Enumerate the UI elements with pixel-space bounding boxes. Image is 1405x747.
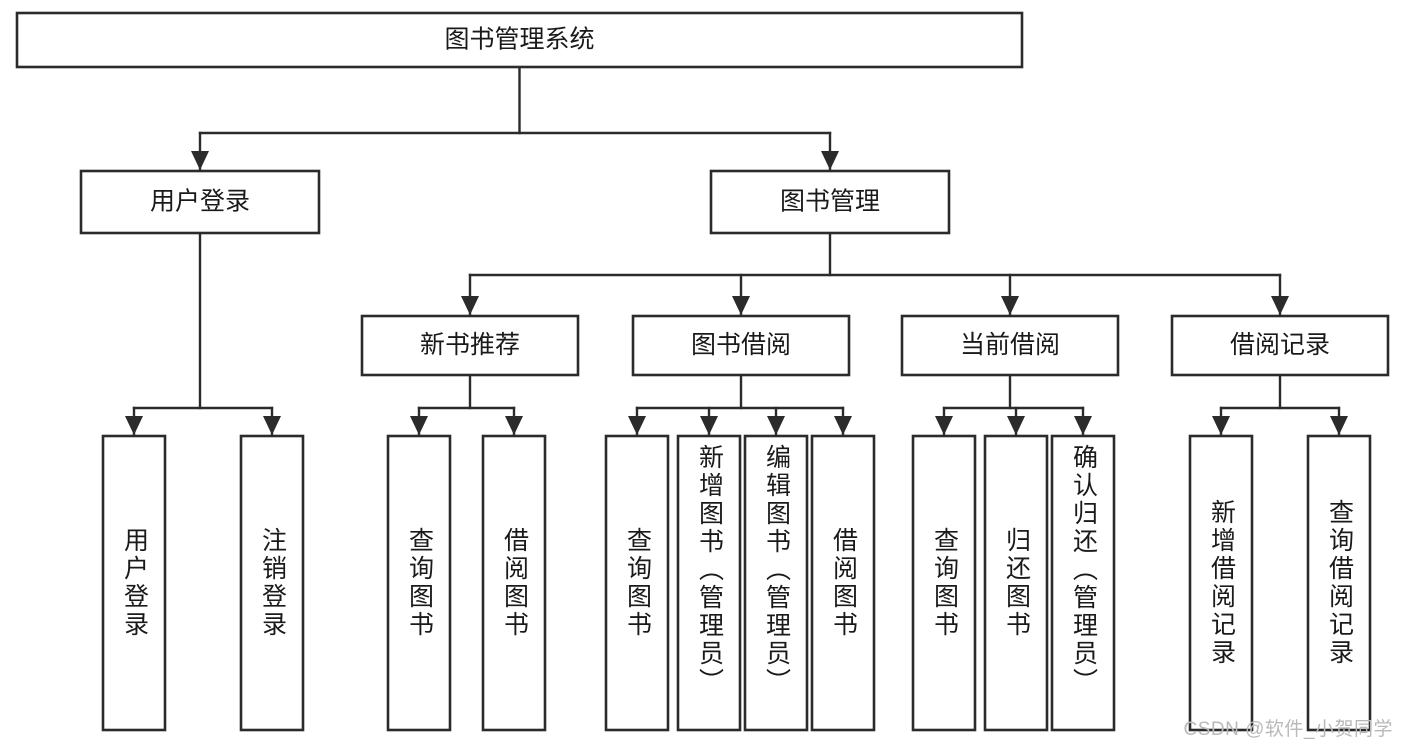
arrow-head-icon bbox=[821, 151, 839, 170]
arrow-head-icon bbox=[461, 296, 479, 315]
node-level3-label-1: 图书借阅 bbox=[691, 331, 791, 359]
arrow-head-icon bbox=[628, 416, 646, 435]
arrow-head-icon bbox=[767, 416, 785, 435]
node-leaf-4[interactable] bbox=[604, 434, 670, 732]
arrow-head-icon bbox=[1074, 416, 1092, 435]
node-level3-label-0: 新书推荐 bbox=[420, 331, 520, 359]
node-boxes bbox=[15, 11, 1390, 732]
node-level3-0[interactable] bbox=[360, 314, 580, 377]
arrow-head-icon bbox=[1271, 296, 1289, 315]
arrow-head-icon bbox=[505, 416, 523, 435]
connector-lines bbox=[125, 65, 1348, 436]
arrow-head-icon bbox=[935, 416, 953, 435]
node-leaf-10[interactable] bbox=[1050, 434, 1116, 732]
node-root-label: 图书管理系统 bbox=[444, 26, 594, 54]
arrow-head-icon bbox=[125, 416, 143, 435]
arrow-head-icon bbox=[834, 416, 852, 435]
node-level3-label-3: 借阅记录 bbox=[1230, 331, 1330, 359]
node-leaf-6[interactable] bbox=[743, 434, 809, 732]
node-level3-1[interactable] bbox=[631, 314, 851, 377]
node-leaf-5[interactable] bbox=[676, 434, 742, 732]
node-leaf-1[interactable] bbox=[239, 434, 305, 732]
node-leaf-7[interactable] bbox=[810, 434, 876, 732]
node-level2-label-0: 用户登录 bbox=[150, 188, 250, 216]
arrow-head-icon bbox=[191, 151, 209, 170]
node-leaf-3[interactable] bbox=[481, 434, 547, 732]
csdn-watermark: CSDN @软件_小贺同学 bbox=[1183, 719, 1393, 740]
arrow-head-icon bbox=[1007, 416, 1025, 435]
arrow-head-icon bbox=[1001, 296, 1019, 315]
arrow-head-icon bbox=[1212, 416, 1230, 435]
node-root[interactable] bbox=[15, 11, 1024, 69]
node-level3-label-2: 当前借阅 bbox=[960, 331, 1060, 359]
arrow-head-icon bbox=[700, 416, 718, 435]
node-leaf-0[interactable] bbox=[101, 434, 167, 732]
node-leaf-11[interactable] bbox=[1188, 434, 1254, 732]
arrow-head-icon bbox=[1330, 416, 1348, 435]
node-leaf-9[interactable] bbox=[983, 434, 1049, 732]
node-leaf-12[interactable] bbox=[1306, 434, 1372, 732]
node-level3-2[interactable] bbox=[900, 314, 1120, 377]
arrow-head-icon bbox=[732, 296, 750, 315]
node-level2-0[interactable] bbox=[79, 169, 321, 235]
node-leaf-8[interactable] bbox=[911, 434, 977, 732]
arrow-head-icon bbox=[410, 416, 428, 435]
node-level2-label-1: 图书管理 bbox=[780, 188, 880, 216]
node-level2-1[interactable] bbox=[709, 169, 951, 235]
node-level3-3[interactable] bbox=[1170, 314, 1390, 377]
node-leaf-2[interactable] bbox=[386, 434, 452, 732]
arrow-head-icon bbox=[263, 416, 281, 435]
